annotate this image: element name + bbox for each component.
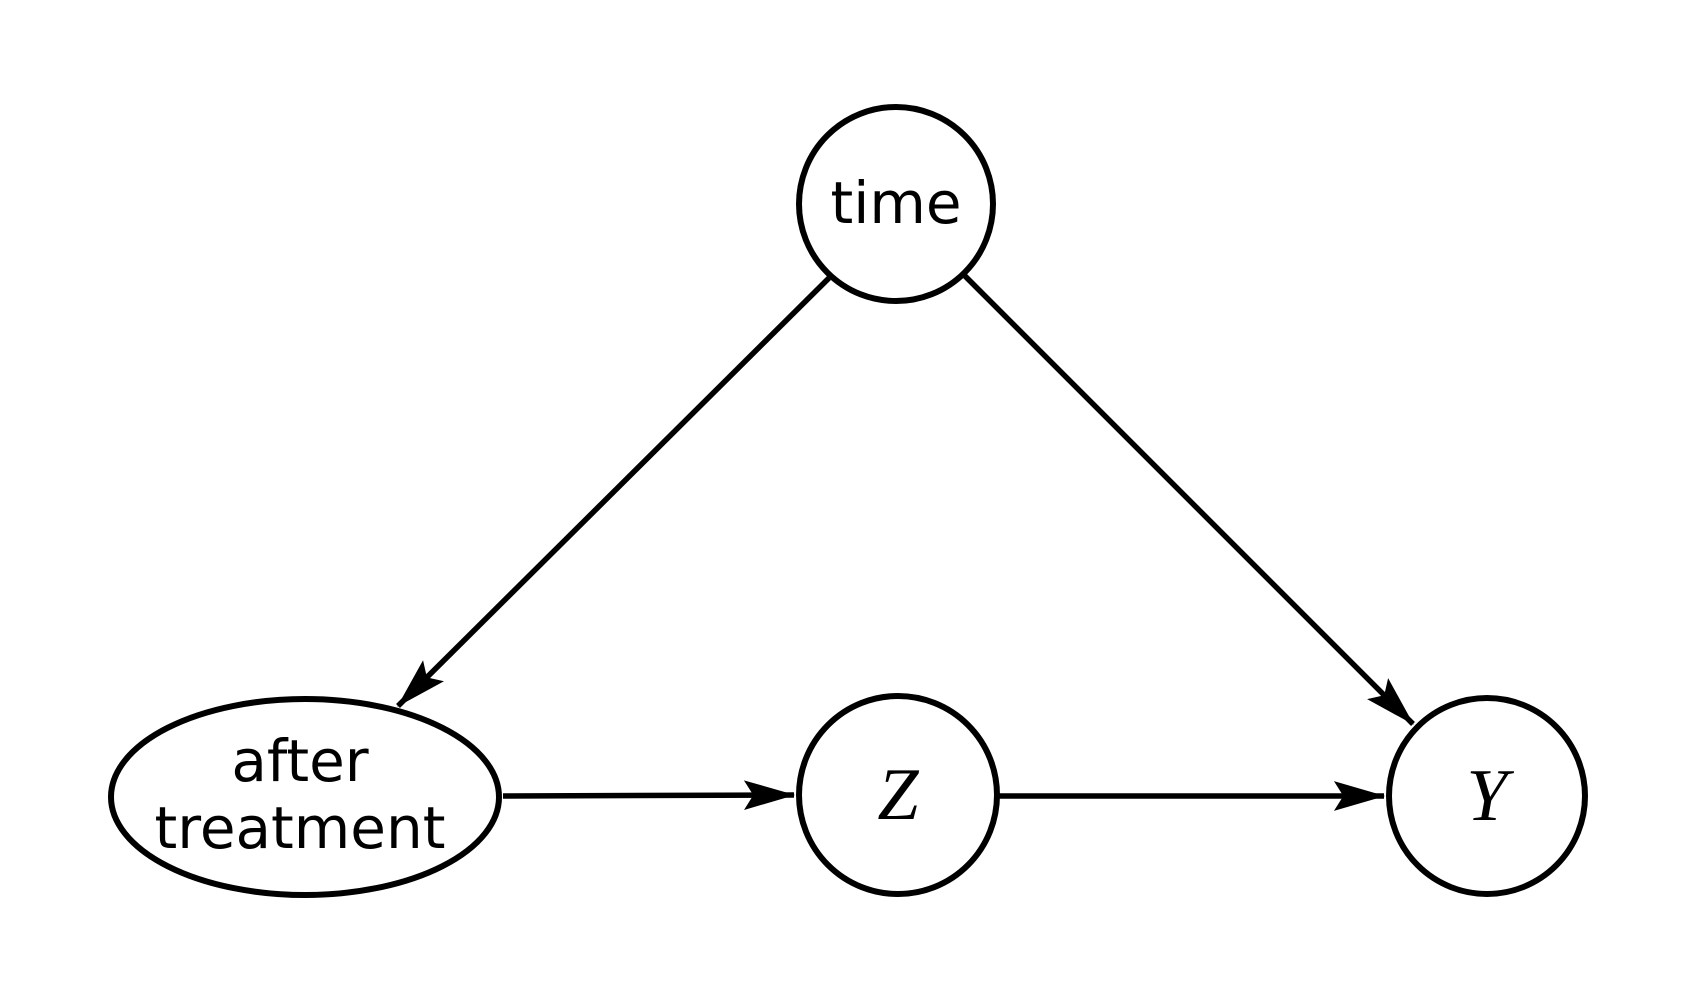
node-z-label: Z [877,754,919,836]
node-after-treatment-ellipse [108,696,502,898]
node-after-treatment-label-line2: treatment [155,794,446,862]
edge-group [396,274,1415,811]
edge-time-to-after-treatment [396,276,831,708]
edge-after-treatment-to-z [502,780,796,811]
edge-time-to-y [963,274,1415,726]
node-z-circle [796,693,1000,897]
node-y-circle [1386,695,1588,897]
node-z: Z [796,693,1000,897]
node-y-label: Y [1466,755,1514,837]
node-y: Y [1386,695,1588,897]
node-time-label: time [830,169,961,237]
node-after-treatment-label-line1: after [231,727,368,795]
node-time: time [796,104,996,304]
node-time-circle [796,104,996,304]
node-after-treatment: after treatment [108,696,502,898]
